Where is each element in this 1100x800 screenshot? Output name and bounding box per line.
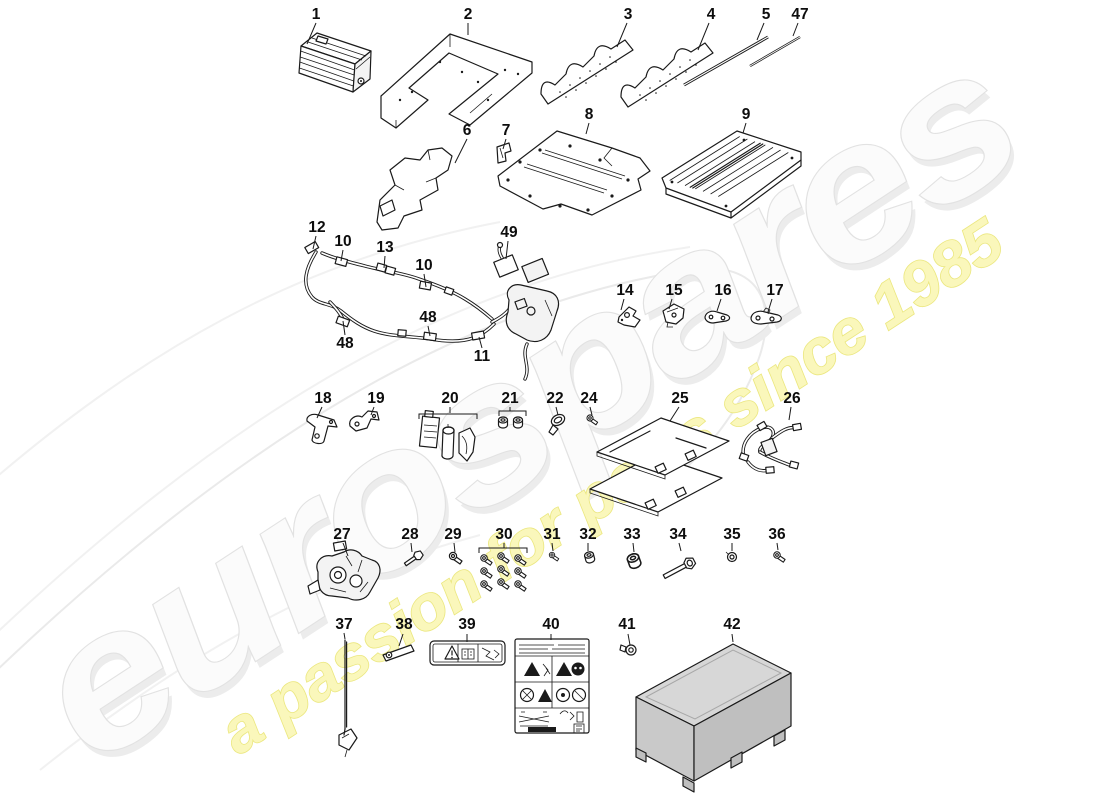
part-27-pump-assembly: [307, 540, 381, 601]
part-49-wiring-harness: [304, 240, 560, 381]
callout-26: 26: [783, 390, 801, 407]
part-19-bracket: [349, 410, 380, 432]
part-38-label-strip: [382, 644, 415, 662]
part-2-mounting-frame: [380, 33, 533, 129]
part-1-battery-module: [298, 32, 372, 93]
part-40-warning-label: [514, 638, 590, 734]
callout-16: 16: [714, 282, 732, 299]
part-26-harness: [738, 420, 803, 474]
connector-48b: [422, 331, 437, 342]
part-33-nut: [625, 551, 643, 571]
connector-10a: [334, 256, 349, 268]
part-7-clip: [496, 142, 512, 164]
part-17-clamp: [750, 307, 782, 325]
callout-4: 4: [707, 6, 716, 23]
callout-18: 18: [314, 390, 332, 407]
callout-48b: 48: [419, 309, 437, 326]
part-14-bracket: [617, 306, 641, 328]
part-6-side-panel: [376, 147, 453, 231]
callout-5: 5: [762, 6, 771, 23]
part-5-rod: [683, 35, 769, 87]
part-8-cover-panel: [497, 130, 651, 216]
callout-36: 36: [768, 526, 786, 543]
callout-3: 3: [624, 6, 633, 23]
part-9-battery-tray: [661, 130, 802, 219]
callout-15: 15: [665, 282, 683, 299]
part-16-clamp: [704, 310, 731, 324]
connector-12: [304, 240, 320, 255]
part-3-gasket-strip: [540, 39, 634, 105]
connector-block-49: [493, 241, 560, 381]
callout-38: 38: [395, 616, 413, 633]
part-39-warning-label: [429, 640, 506, 666]
callout-9: 9: [742, 106, 751, 123]
part-36-screw: [773, 551, 786, 563]
callout-11: 11: [474, 348, 491, 365]
callout-32: 32: [579, 526, 596, 543]
part-37-cable-tie: [338, 639, 358, 758]
callout-31: 31: [543, 526, 561, 543]
callout-21: 21: [501, 390, 519, 407]
callout-2: 2: [464, 6, 473, 23]
part-28-bolt: [403, 550, 424, 567]
callout-39: 39: [458, 616, 476, 633]
part-35-nut: [725, 551, 738, 563]
part-25-plates: [589, 417, 730, 517]
callout-49: 49: [500, 224, 518, 241]
callout-34: 34: [669, 526, 687, 543]
callout-13: 13: [376, 239, 394, 256]
part-34-bolt: [662, 557, 697, 580]
callout-33: 33: [623, 526, 641, 543]
leader-lines: [306, 22, 799, 647]
part-42-shipping-crate: [635, 643, 792, 793]
callout-48a: 48: [336, 335, 354, 352]
part-47-rod: [749, 35, 801, 68]
callout-22: 22: [546, 390, 563, 407]
callout-10b: 10: [415, 257, 432, 274]
part-15-sensor: [662, 303, 685, 328]
callout-labels: 1 2 3 4 5 47 6 7 8 9 12 10 13 10 49 48 4…: [308, 6, 808, 633]
callout-6: 6: [463, 122, 472, 139]
callout-41: 41: [618, 616, 636, 633]
callout-28: 28: [401, 526, 419, 543]
part-41-grommet: [619, 644, 637, 656]
part-32-nut: [583, 550, 597, 565]
callout-10a: 10: [334, 233, 351, 250]
callout-27: 27: [333, 526, 350, 543]
callout-29: 29: [444, 526, 462, 543]
callout-8: 8: [585, 106, 594, 123]
callout-35: 35: [723, 526, 741, 543]
callout-24: 24: [580, 390, 598, 407]
callout-17: 17: [766, 282, 783, 299]
part-22-pin: [548, 413, 566, 436]
callout-40: 40: [542, 616, 559, 633]
callout-25: 25: [671, 390, 689, 407]
callout-19: 19: [367, 390, 385, 407]
callout-30: 30: [495, 526, 512, 543]
callout-47: 47: [791, 6, 808, 23]
connector-13: [375, 262, 397, 276]
callout-7: 7: [502, 122, 511, 139]
callout-14: 14: [616, 282, 634, 299]
callout-1: 1: [312, 6, 321, 23]
part-30-screw-set: [480, 552, 527, 592]
callout-20: 20: [441, 390, 458, 407]
connector-11: [470, 330, 486, 341]
part-18-bracket: [306, 413, 338, 445]
callout-12: 12: [308, 219, 325, 236]
callout-42: 42: [723, 616, 740, 633]
callout-37: 37: [335, 616, 352, 633]
